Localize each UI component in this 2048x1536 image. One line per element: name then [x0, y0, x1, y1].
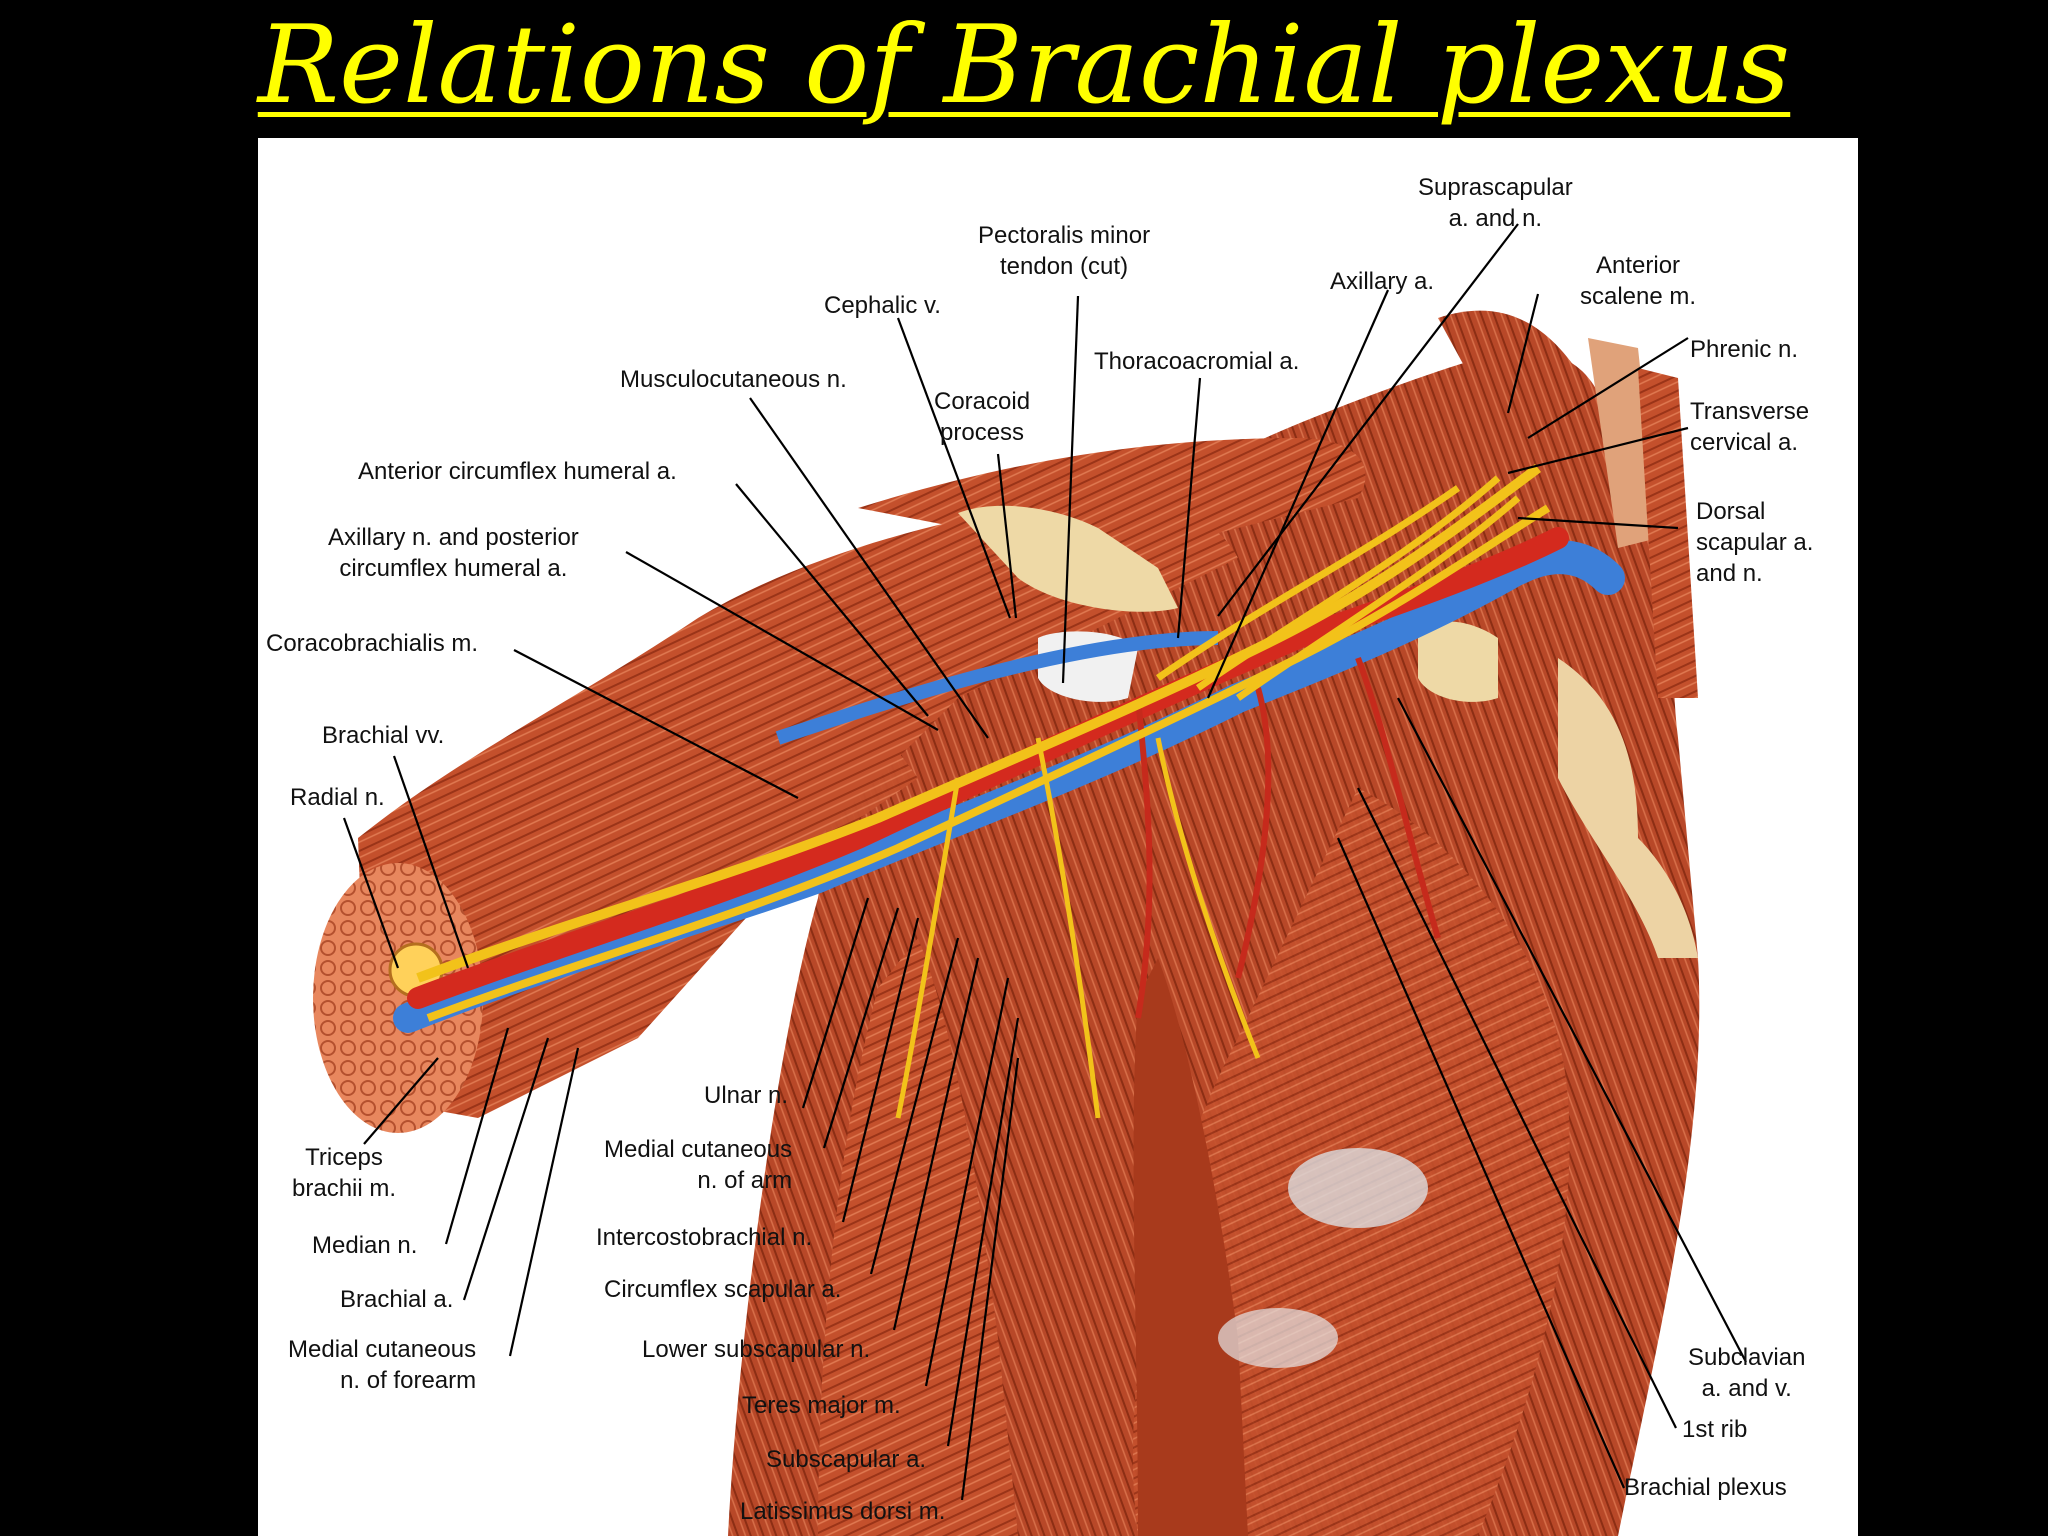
label-pectoralis-minor: Pectoralis minor tendon (cut): [978, 222, 1151, 280]
label-axillary-n: Axillary n. and posterior circumflex hum…: [328, 524, 579, 582]
label-lower-subscapular: Lower subscapular n.: [642, 1336, 871, 1363]
label-teres-major: Teres major m.: [742, 1392, 901, 1419]
nerves: [416, 463, 1551, 1119]
label-medial-cut-forearm: Medial cutaneous n. of forearm: [288, 1336, 477, 1394]
label-musculocutaneous: Musculocutaneous n.: [620, 366, 847, 393]
label-median-n: Median n.: [312, 1232, 418, 1259]
label-anterior-scalene: Anterior scalene m.: [1580, 252, 1697, 310]
label-circumflex-scapular: Circumflex scapular a.: [604, 1276, 842, 1303]
label-ant-circumflex: Anterior circumflex humeral a.: [358, 458, 677, 485]
label-coracobrachialis: Coracobrachialis m.: [266, 630, 479, 657]
label-brachial-a: Brachial a.: [340, 1286, 454, 1313]
slide-title-text: Relations of Brachial plexus: [257, 3, 1791, 128]
label-first-rib: 1st rib: [1682, 1416, 1748, 1443]
label-medial-cut-arm: Medial cutaneous n. of arm: [604, 1136, 793, 1194]
label-brachial-plexus: Brachial plexus: [1624, 1474, 1787, 1501]
label-dorsal-scapular: Dorsal scapular a. and n.: [1696, 498, 1814, 587]
brachial-plexus-illustration: [313, 223, 1747, 1536]
illustration-panel: Suprascapular a. and n. Pectoralis minor…: [258, 138, 1858, 1536]
clavicle-cut: [1418, 621, 1498, 702]
label-ulnar-n: Ulnar n.: [704, 1082, 789, 1109]
label-thoracoacromial: Thoracoacromial a.: [1094, 348, 1300, 375]
label-brachial-vv: Brachial vv.: [322, 722, 445, 749]
slide-title: Relations of Brachial plexus: [0, 6, 2048, 126]
label-cephalic-v: Cephalic v.: [824, 292, 941, 319]
label-radial-n: Radial n.: [290, 784, 385, 811]
label-intercostobrachial: Intercostobrachial n.: [596, 1224, 813, 1251]
label-subclavian: Subclavian a. and v.: [1688, 1344, 1806, 1402]
label-suprascapular: Suprascapular a. and n.: [1418, 174, 1573, 232]
label-triceps: Triceps brachii m.: [292, 1144, 397, 1202]
label-transverse-cervical: Transverse cervical a.: [1690, 398, 1810, 456]
leader-lines: [342, 223, 1747, 1501]
label-coracoid: Coracoid process: [934, 388, 1031, 446]
label-axillary-a: Axillary a.: [1330, 268, 1435, 295]
label-subscapular-a: Subscapular a.: [766, 1446, 927, 1473]
label-latissimus: Latissimus dorsi m.: [740, 1498, 946, 1525]
label-phrenic: Phrenic n.: [1690, 336, 1799, 363]
